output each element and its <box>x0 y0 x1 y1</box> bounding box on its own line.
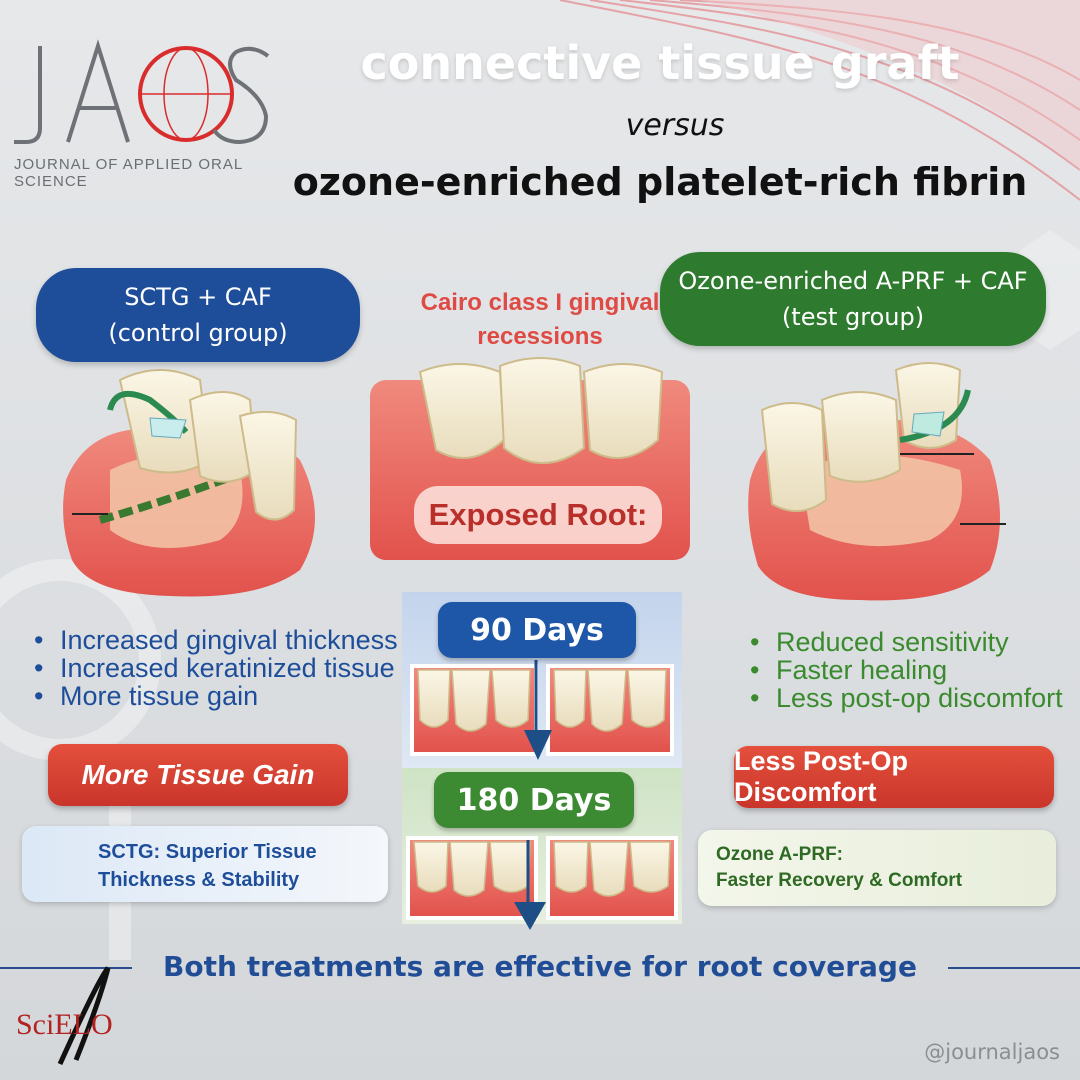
day-90-label: 90 Days <box>438 602 636 658</box>
control-benefits-list: Increased gingival thickness Increased k… <box>30 626 410 710</box>
list-item: Reduced sensitivity <box>746 628 1076 656</box>
test-group-line1: Ozone-enriched A-PRF + CAF <box>678 267 1028 295</box>
title-line-2: ozone-enriched platelet-rich fibrin <box>292 160 1028 204</box>
title-versus: versus <box>625 108 725 143</box>
test-group-pill: Ozone-enriched A-PRF + CAF (test group) <box>660 252 1046 346</box>
list-item: Less post-op discomfort <box>746 684 1076 712</box>
control-group-pill: SCTG + CAF (control group) <box>36 268 360 362</box>
center-heading-line1: Cairo class I gingival <box>420 289 660 316</box>
control-group-line2: (control group) <box>108 319 288 347</box>
control-summary-box <box>22 826 388 902</box>
list-item: Increased keratinized tissue <box>30 654 410 682</box>
test-benefits-list: Reduced sensitivity Faster healing Less … <box>746 628 1076 712</box>
list-item: Increased gingival thickness <box>30 626 410 654</box>
down-arrow-icon-2 <box>514 902 546 930</box>
control-summary-line2: Thickness & Stability <box>98 869 300 891</box>
journal-subtitle: JOURNAL OF APPLIED ORAL SCIENCE <box>14 156 243 190</box>
title-line-1: connective tissue graft <box>360 36 960 90</box>
test-illustration <box>748 362 1006 601</box>
test-summary-text: Ozone A-PRF: Faster Recovery & Comfort <box>716 842 976 894</box>
center-heading: Cairo class I gingival recessions <box>380 286 700 354</box>
scielo-logo: SciELO <box>16 1008 113 1041</box>
test-summary-line2: Faster Recovery & Comfort <box>716 870 963 891</box>
control-summary-text: SCTG: Superior Tissue Thickness & Stabil… <box>98 838 378 894</box>
control-illustration <box>63 369 315 597</box>
list-item: More tissue gain <box>30 682 410 710</box>
conclusion-text: Both treatments are effective for root c… <box>163 950 917 983</box>
test-summary-line1: Ozone A-PRF: <box>716 844 844 865</box>
test-group-line2: (test group) <box>781 303 925 331</box>
list-item: Faster healing <box>746 656 1076 684</box>
jaos-logo <box>14 39 270 145</box>
exposed-root-label: Exposed Root: <box>414 486 662 544</box>
down-arrow-icon <box>524 730 552 760</box>
control-group-line1: SCTG + CAF <box>124 283 272 311</box>
control-summary-line1: SCTG: Superior Tissue <box>98 841 317 863</box>
less-discomfort-callout: Less Post-Op Discomfort <box>734 746 1054 808</box>
center-heading-line2: recessions <box>477 323 603 350</box>
test-summary-box <box>698 830 1056 906</box>
social-handle: @journaljaos <box>924 1040 1060 1064</box>
day-180-label: 180 Days <box>434 772 634 828</box>
more-tissue-gain-callout: More Tissue Gain <box>48 744 348 806</box>
timeline-illustration <box>402 592 682 930</box>
